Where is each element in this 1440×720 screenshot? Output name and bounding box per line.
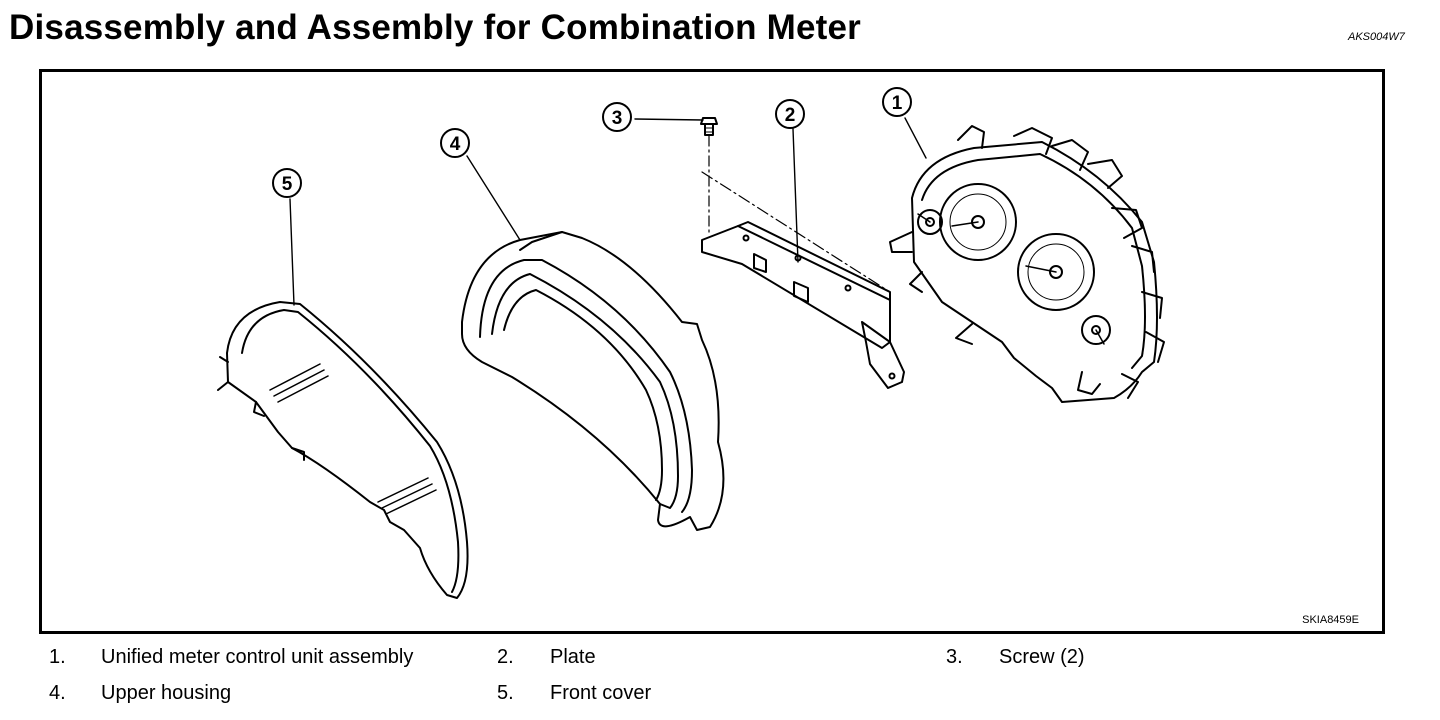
callout-5-label: 5 [282, 174, 293, 195]
legend-text: Unified meter control unit assembly [101, 646, 414, 668]
callout-2-label: 2 [785, 105, 796, 126]
legend-number: 3. [946, 646, 963, 668]
callout-4-label: 4 [450, 134, 461, 155]
exploded-view-figure: 1 2 3 4 5 SKIA8459E [39, 69, 1385, 634]
legend-number: 1. [49, 646, 66, 668]
legend-text: Screw (2) [999, 646, 1085, 668]
legend-number: 2. [497, 646, 514, 668]
legend-text: Front cover [550, 682, 652, 704]
leader-lines [289, 117, 927, 306]
exploded-view-drawing: 1 2 3 4 5 [217, 87, 1165, 599]
document-code: AKS004W7 [1348, 31, 1405, 43]
legend-text: Plate [550, 646, 596, 668]
callout-2-circle [775, 99, 805, 129]
legend-number: 4. [49, 682, 66, 704]
page-title: Disassembly and Assembly for Combination… [9, 8, 862, 47]
screw-part [700, 117, 718, 233]
legend-number: 5. [497, 682, 514, 704]
callout-1-circle [882, 87, 912, 117]
callout-3-circle [602, 102, 632, 132]
callout-3-label: 3 [612, 108, 623, 129]
plate-part [701, 171, 905, 389]
callout-1-label: 1 [892, 93, 903, 114]
front-cover-part [217, 301, 469, 599]
upper-housing-part [461, 231, 725, 531]
legend-text: Upper housing [101, 682, 232, 704]
figure-id: SKIA8459E [1302, 614, 1359, 626]
callout-4-circle [440, 128, 470, 158]
meter-assembly-part [889, 125, 1165, 403]
callout-5-circle [272, 168, 302, 198]
callout-circles [272, 87, 912, 198]
